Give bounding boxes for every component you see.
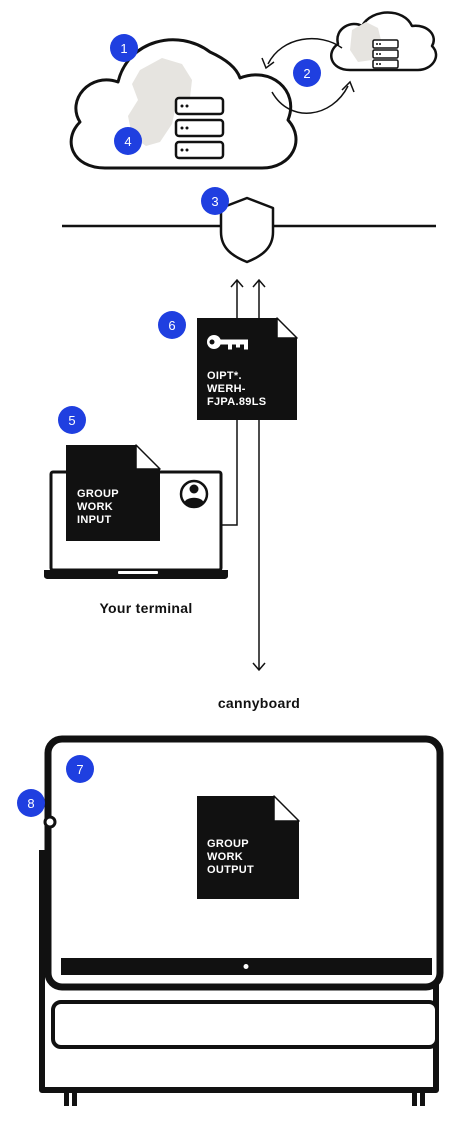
badge-2: 2 — [293, 59, 321, 87]
firewall-shield-icon — [219, 196, 275, 264]
badge-3: 3 — [201, 187, 229, 215]
svg-text:2: 2 — [303, 66, 310, 81]
output-doc-line-3: OUTPUT — [207, 864, 254, 876]
cannyboard-label: cannyboard — [218, 695, 300, 711]
key-doc-line-1: OIPT*. — [207, 370, 242, 382]
output-doc-line-2: WORK — [207, 851, 243, 863]
output-document — [197, 795, 300, 899]
badge-7: 7 — [66, 755, 94, 783]
badge-5: 5 — [58, 406, 86, 434]
svg-text:7: 7 — [76, 762, 83, 777]
cannyboard-tray — [51, 1000, 439, 1049]
badge-1: 1 — [110, 34, 138, 62]
svg-text:6: 6 — [168, 318, 175, 333]
output-doc-line-1: GROUP — [207, 838, 249, 850]
user-avatar-icon — [179, 479, 209, 509]
cannyboard-feet — [64, 1090, 425, 1106]
svg-text:3: 3 — [211, 194, 218, 209]
power-indicator — [243, 964, 249, 969]
key-doc-line-3: FJPA.89LS — [207, 396, 266, 408]
svg-text:4: 4 — [124, 134, 131, 149]
stylus-icon — [43, 815, 57, 829]
badge-6: 6 — [158, 311, 186, 339]
svg-text:5: 5 — [68, 413, 75, 428]
server-stack-icon — [174, 96, 225, 160]
terminal-label: Your terminal — [99, 600, 192, 616]
region-map-shape — [128, 58, 192, 146]
input-document — [66, 444, 161, 541]
input-doc-line-2: WORK — [77, 501, 113, 513]
badge-8: 8 — [17, 789, 45, 817]
input-doc-line-1: GROUP — [77, 488, 119, 500]
svg-text:8: 8 — [27, 796, 34, 811]
input-doc-line-3: INPUT — [77, 514, 112, 526]
key-hole — [209, 339, 215, 345]
key-doc-line-2: WERH- — [207, 383, 246, 395]
sync-arrows-icon — [261, 37, 355, 114]
svg-text:1: 1 — [120, 41, 127, 56]
badge-4: 4 — [114, 127, 142, 155]
backup-server-stack-icon — [372, 39, 399, 69]
